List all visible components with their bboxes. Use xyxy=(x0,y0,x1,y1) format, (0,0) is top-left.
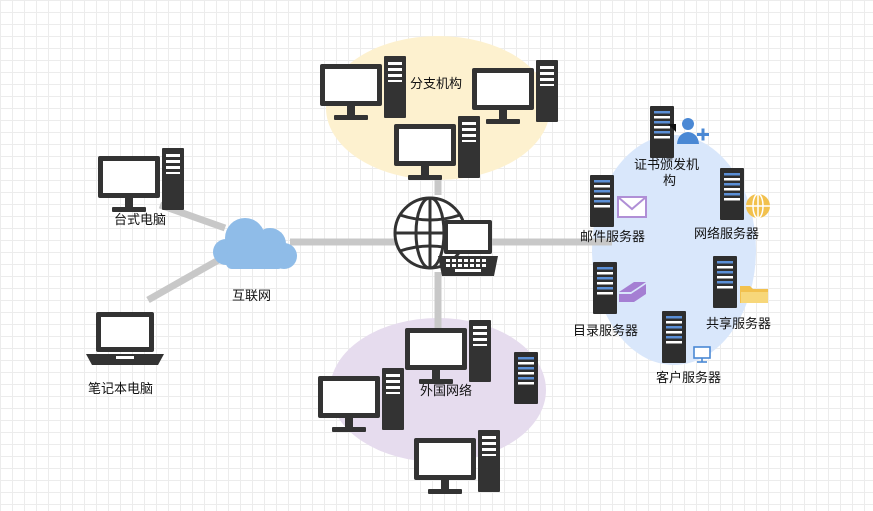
link-laptop-internet xyxy=(146,254,224,304)
laptop-icon xyxy=(86,312,164,365)
foreign-workstation-3 xyxy=(414,430,500,494)
cursor-icon xyxy=(668,124,676,132)
branch-label: 分支机构 xyxy=(410,77,462,92)
share-label: 共享服务器 xyxy=(706,316,771,332)
hub-laptop-icon xyxy=(438,220,498,276)
mail-label: 邮件服务器 xyxy=(580,229,645,245)
client-server xyxy=(662,311,686,363)
mail-icon xyxy=(617,196,647,218)
network-server xyxy=(720,168,744,220)
desktop-label: 台式电脑 xyxy=(114,213,166,228)
directory-server xyxy=(593,262,617,314)
directory-icon xyxy=(619,282,646,302)
folder-icon xyxy=(740,286,768,303)
cert-label-line1: 证书颁发机 xyxy=(634,157,699,173)
desktop-workstation xyxy=(98,148,184,212)
directory-label: 目录服务器 xyxy=(573,323,638,339)
foreign-server xyxy=(514,352,538,404)
laptop-label: 笔记本电脑 xyxy=(88,381,153,397)
web-globe-icon xyxy=(746,193,770,219)
share-server xyxy=(713,256,737,308)
monitor-icon xyxy=(693,346,711,363)
cert-label-line2: 构 xyxy=(663,174,676,189)
internet-label: 互联网 xyxy=(232,289,271,304)
foreign-network-label: 外国网络 xyxy=(420,383,472,399)
cloud-icon xyxy=(213,218,297,269)
cert-server xyxy=(650,106,674,158)
mail-server xyxy=(590,175,614,227)
network-label: 网络服务器 xyxy=(694,226,759,242)
user-add-icon xyxy=(677,118,709,144)
client-label: 客户服务器 xyxy=(656,370,721,386)
